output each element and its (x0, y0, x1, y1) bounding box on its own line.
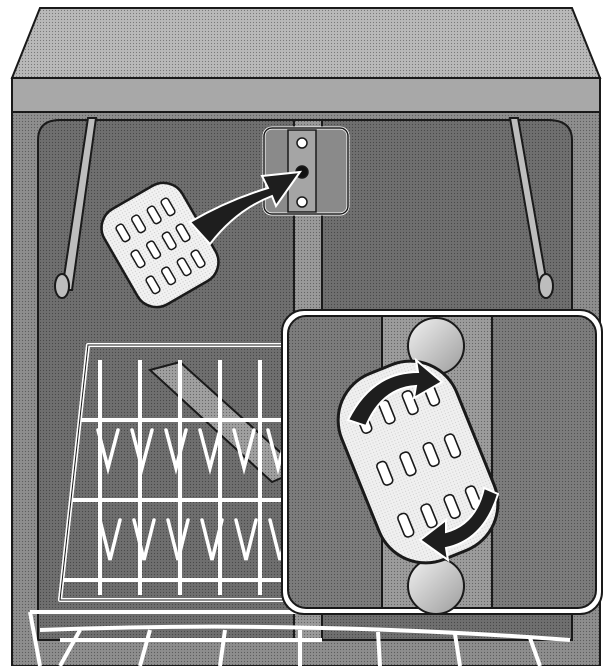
zoom-inset (282, 310, 602, 614)
mount-hole-bottom (297, 197, 307, 207)
mount-hole-top (297, 138, 307, 148)
mount-knob-bottom (408, 558, 464, 614)
tub-top (12, 8, 600, 112)
